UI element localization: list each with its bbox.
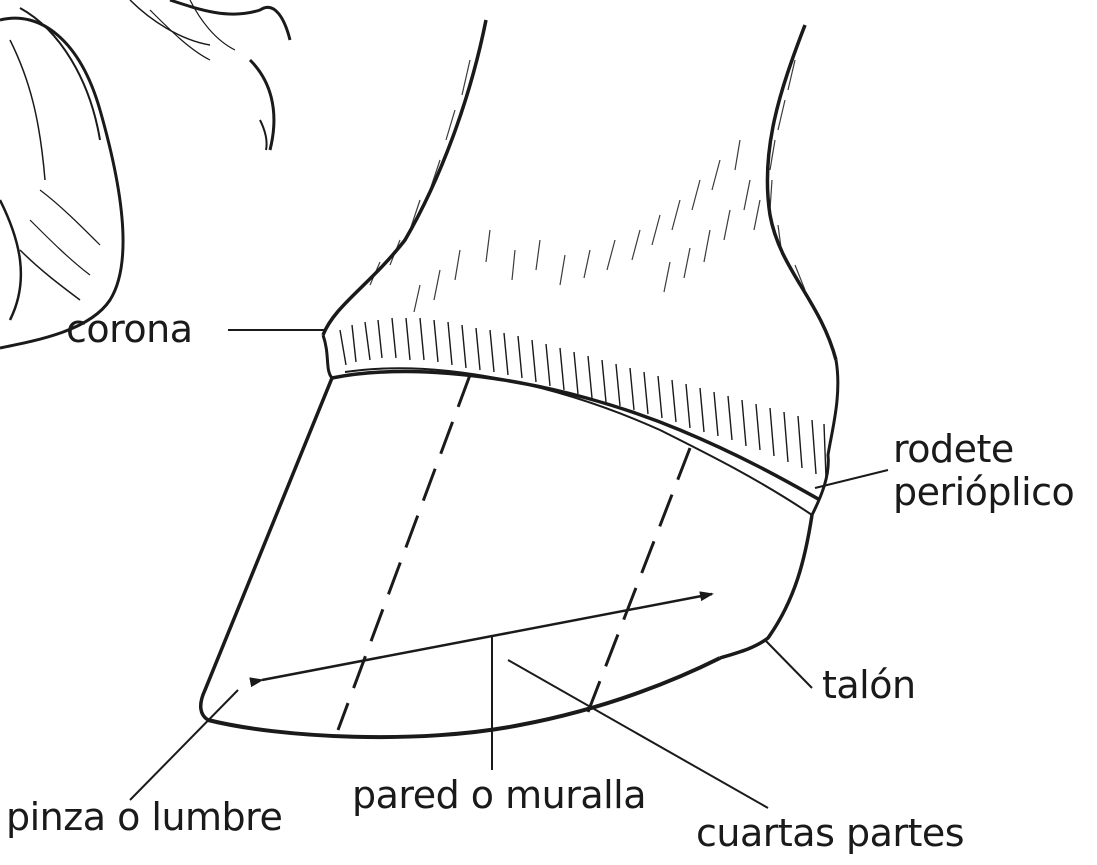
coronet-band [323, 318, 838, 515]
label-corona: corona [66, 308, 193, 351]
width-arrow [262, 594, 712, 680]
label-talon: talón [822, 664, 916, 707]
leader-talon [765, 640, 812, 688]
dashed-division-lines [338, 375, 690, 730]
label-pinza-o-lumbre: pinza o lumbre [6, 796, 282, 839]
label-pared-o-muralla: pared o muralla [352, 774, 646, 817]
background-hoof-sketch [0, 0, 290, 348]
leader-lines [130, 330, 888, 808]
label-cuartas-partes: cuartas partes [696, 812, 964, 855]
leader-pinza [130, 690, 238, 800]
pastern [323, 20, 836, 360]
label-rodete-perioplico: rodete perióplico [893, 428, 1074, 513]
hoof-wall [201, 368, 820, 737]
